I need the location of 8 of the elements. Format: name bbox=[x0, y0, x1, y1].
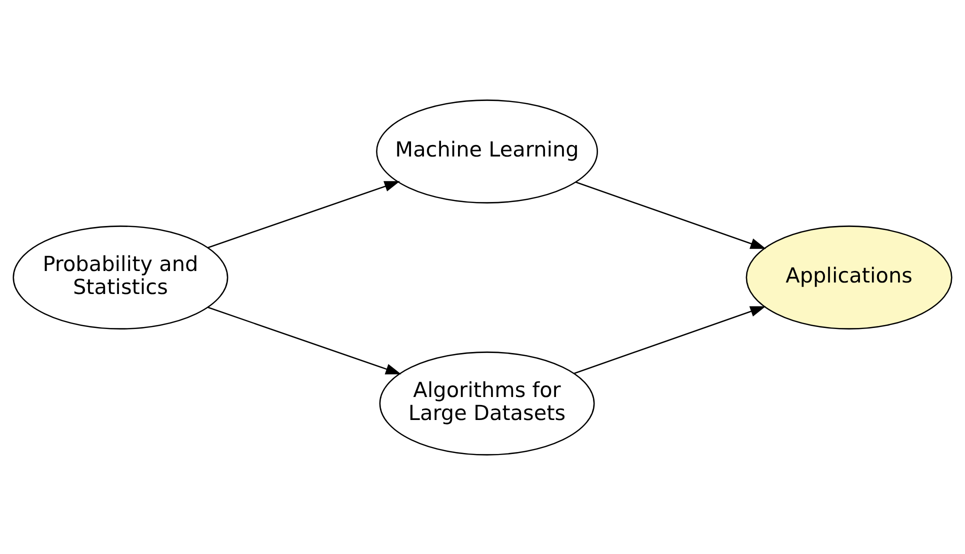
arrow bbox=[574, 306, 766, 374]
arrow bbox=[576, 181, 766, 248]
node-ellipse: Algorithms for Large Datasets bbox=[379, 351, 595, 455]
node-ellipse: Machine Learning bbox=[376, 99, 598, 203]
node-ellipse: Probability and Statistics bbox=[12, 225, 228, 329]
node-ellipse: Applications bbox=[746, 225, 952, 329]
arrow bbox=[208, 180, 400, 248]
arrow bbox=[208, 306, 402, 374]
